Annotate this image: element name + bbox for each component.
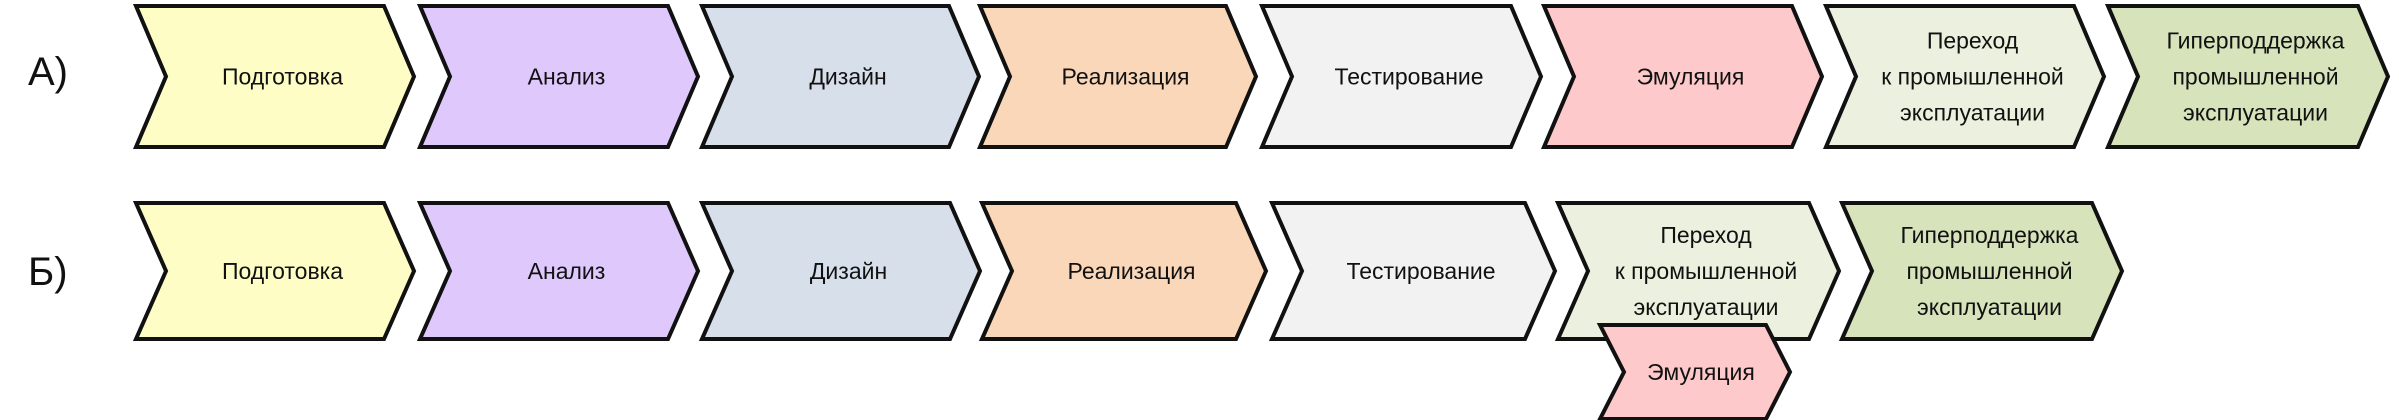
chevron-shape — [416, 201, 701, 341]
chevron-emulation-row-2: Эмуляция — [1596, 323, 1793, 420]
chevron-shape — [132, 201, 417, 341]
chevron-label: к промышленной — [1615, 258, 1798, 284]
chevron-shape — [1822, 4, 2107, 149]
chevron-label: Эмуляция — [1637, 64, 1745, 90]
chevron-label: промышленной — [1906, 258, 2072, 284]
chevron-label: Анализ — [528, 258, 606, 284]
chevron-transition-row-2: Переход к промышленной эксплуатации — [1554, 201, 1842, 341]
chevron-shape — [698, 4, 982, 149]
chevron-transition-row-1: Переход к промышленной эксплуатации — [1822, 4, 2107, 149]
chevron-shape — [1838, 201, 2125, 341]
row-label-b: Б) — [28, 250, 68, 294]
chevron-label: Реализация — [1068, 258, 1196, 284]
chevron-shape — [698, 201, 983, 341]
chevron-label: эксплуатации — [1634, 294, 1779, 320]
chevron-label: к промышленной — [1881, 64, 2064, 90]
chevron-shape — [416, 4, 701, 149]
chevron-emulation-row-1: Эмуляция — [1540, 4, 1825, 149]
chevron-design-row-1: Дизайн — [698, 4, 982, 149]
chevron-label: Дизайн — [810, 258, 887, 284]
chevron-shape — [2104, 4, 2391, 149]
chevron-shape — [1554, 201, 1842, 341]
chevron-shape — [976, 4, 1259, 149]
chevron-label: Подготовка — [222, 258, 343, 284]
chevron-shape — [1540, 4, 1825, 149]
chevron-testing-row-1: Тестирование — [1258, 4, 1544, 149]
chevron-preparation-row-1: Подготовка — [132, 4, 417, 149]
chevron-implementation-row-2: Реализация — [978, 201, 1269, 341]
chevron-label: Реализация — [1062, 64, 1190, 90]
chevron-design-row-2: Дизайн — [698, 201, 983, 341]
row-label-a: А) — [28, 50, 68, 94]
chevron-label: эксплуатации — [1900, 100, 2045, 126]
chevron-label: промышленной — [2172, 64, 2338, 90]
chevron-label: Дизайн — [809, 64, 886, 90]
chevron-label: Эмуляция — [1647, 359, 1755, 385]
chevron-hypercare-row-1: Гиперподдержка промышленной эксплуатации — [2104, 4, 2391, 149]
chevron-shape — [1596, 323, 1793, 420]
chevron-label: Переход — [1660, 222, 1752, 248]
chevron-preparation-row-2: Подготовка — [132, 201, 417, 341]
chevron-label: Переход — [1927, 28, 2019, 54]
chevron-label: Гиперподдержка — [2167, 28, 2345, 54]
chevron-label: Гиперподдержка — [1901, 222, 2079, 248]
chevron-label: Тестирование — [1346, 258, 1495, 284]
chevron-shape — [1268, 201, 1558, 341]
chevron-label: Подготовка — [222, 64, 343, 90]
chevron-analysis-row-1: Анализ — [416, 4, 701, 149]
chevron-label: Анализ — [528, 64, 606, 90]
chevron-shape — [1258, 4, 1544, 149]
chevron-shape — [978, 201, 1269, 341]
chevron-shape — [132, 4, 417, 149]
chevron-label: эксплуатации — [1917, 294, 2062, 320]
chevron-analysis-row-2: Анализ — [416, 201, 701, 341]
chevron-testing-row-2: Тестирование — [1268, 201, 1558, 341]
chevron-label: Тестирование — [1334, 64, 1483, 90]
chevron-hypercare-row-2: Гиперподдержка промышленной эксплуатации — [1838, 201, 2125, 341]
chevron-implementation-row-1: Реализация — [976, 4, 1259, 149]
chevron-label: эксплуатации — [2183, 100, 2328, 126]
